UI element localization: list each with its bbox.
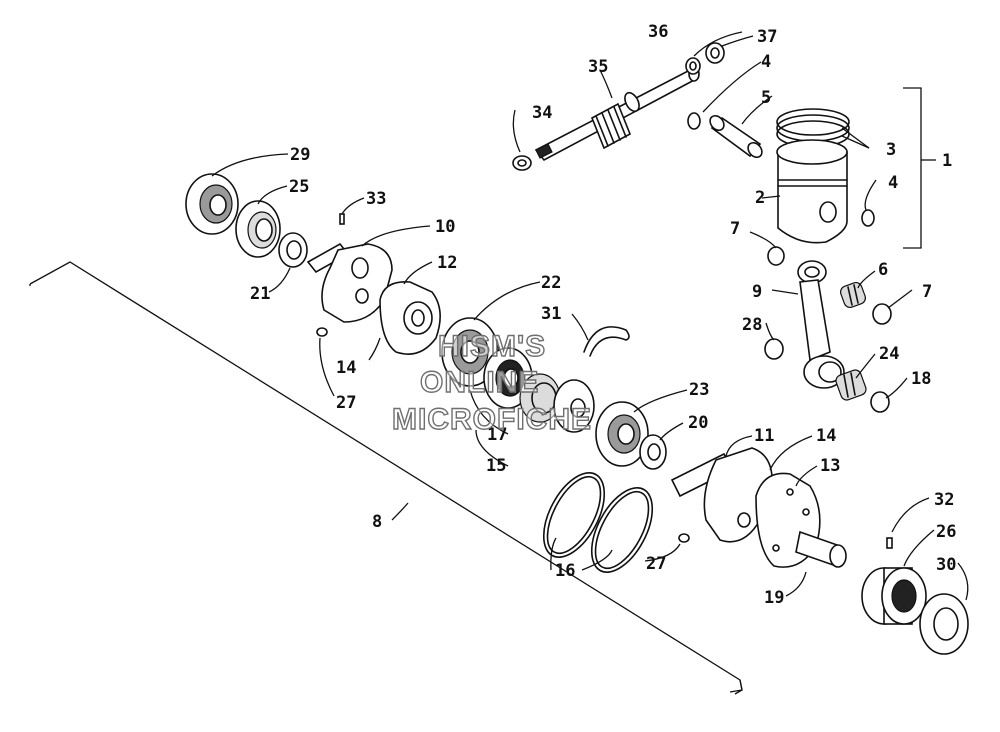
watermark-line-1: HISM'S [438, 330, 546, 363]
callout-16: 16 [555, 561, 575, 581]
watermark-line-3: MICROFICHE [392, 403, 592, 436]
pin-part-33 [339, 213, 345, 225]
callout-2: 2 [755, 188, 765, 208]
oil-seal-part-29 [185, 173, 239, 235]
thrust-washer-part-7-upper [767, 246, 785, 266]
crank-half-part-10 [306, 242, 393, 323]
callout-6: 6 [878, 260, 888, 280]
callout-36: 36 [648, 22, 668, 42]
piston-part-2 [776, 139, 848, 244]
callout-7-upper: 7 [730, 219, 740, 239]
callout-33: 33 [366, 189, 386, 209]
pin-part-32 [886, 537, 893, 549]
callout-1: 1 [942, 151, 952, 171]
washer-part-20 [639, 434, 667, 470]
flywheel-part-12 [379, 281, 441, 355]
callout-labels: 1 2 3 4 4 5 6 7 7 8 9 10 11 12 13 14 14 … [250, 22, 956, 608]
callout-11: 11 [754, 426, 774, 446]
callout-35: 35 [588, 57, 608, 77]
callout-31: 31 [541, 304, 561, 324]
callout-27-left: 27 [336, 393, 356, 413]
callout-12: 12 [437, 253, 457, 273]
callout-13: 13 [820, 456, 840, 476]
bearing-part-26 [861, 567, 927, 625]
retaining-ring-part-31 [583, 326, 630, 357]
seal-part-ring-17 [553, 379, 595, 433]
callout-20: 20 [688, 413, 708, 433]
callout-17: 17 [487, 425, 507, 445]
bearing-part-25 [235, 200, 281, 258]
leader-lines [211, 31, 969, 601]
callout-28: 28 [742, 315, 762, 335]
washer-part-34 [512, 155, 532, 171]
callout-22: 22 [541, 273, 561, 293]
seal-part-30 [919, 593, 969, 655]
circlip-part-4-lower [861, 209, 875, 227]
callout-8: 8 [372, 512, 382, 532]
callout-4-upper: 4 [761, 52, 771, 72]
washer-part-36 [685, 57, 701, 75]
callout-14-left: 14 [336, 358, 356, 378]
connecting-rod-part-9 [797, 260, 845, 389]
crank-half-part-11 [670, 447, 773, 543]
callout-4-lower: 4 [888, 173, 898, 193]
pin-part-27-right [678, 533, 690, 543]
leader-8 [391, 502, 409, 521]
callout-19: 19 [764, 588, 784, 608]
assembly-bracket-8-end [734, 679, 743, 695]
needle-bearing-part-24 [835, 369, 867, 401]
bearing-part-22 [441, 317, 499, 387]
callout-5: 5 [761, 88, 771, 108]
assembly-bracket-1 [903, 87, 922, 249]
callout-37: 37 [757, 27, 777, 47]
circlip-part-4-upper [687, 112, 701, 130]
callout-32: 32 [934, 490, 954, 510]
callout-15: 15 [486, 456, 506, 476]
callout-27-right: 27 [646, 554, 666, 574]
retaining-rings-part-16 [542, 472, 654, 573]
shaft-part-19 [795, 530, 847, 568]
callout-14-right: 14 [816, 426, 836, 446]
gear-shaft-part-35 [534, 66, 700, 162]
thrust-washer-part-18 [870, 391, 890, 413]
callout-25: 25 [289, 177, 309, 197]
callout-10: 10 [435, 217, 455, 237]
pin-part-27-left [316, 327, 328, 337]
thrust-washer-part-7-lower [872, 303, 892, 325]
callout-3: 3 [886, 140, 896, 160]
callout-7-lower: 7 [922, 282, 932, 302]
needle-bearing-part-6 [839, 281, 867, 309]
watermark-line-2: ONLINE [420, 366, 539, 399]
callout-34: 34 [532, 103, 552, 123]
callout-18: 18 [911, 369, 931, 389]
bushing-part-37 [705, 42, 725, 64]
thrust-washer-part-28 [764, 338, 784, 360]
wrist-pin-part-5 [709, 114, 763, 159]
seal-part-23 [595, 401, 649, 467]
callout-30: 30 [936, 555, 956, 575]
callout-23: 23 [689, 380, 709, 400]
callout-26: 26 [936, 522, 956, 542]
callout-24: 24 [879, 344, 899, 364]
watermark: HISM'S ONLINE MICROFICHE [391, 329, 592, 436]
callout-9: 9 [752, 282, 762, 302]
callout-29: 29 [290, 145, 310, 165]
washer-part-21 [278, 232, 308, 268]
callout-21: 21 [250, 284, 270, 304]
